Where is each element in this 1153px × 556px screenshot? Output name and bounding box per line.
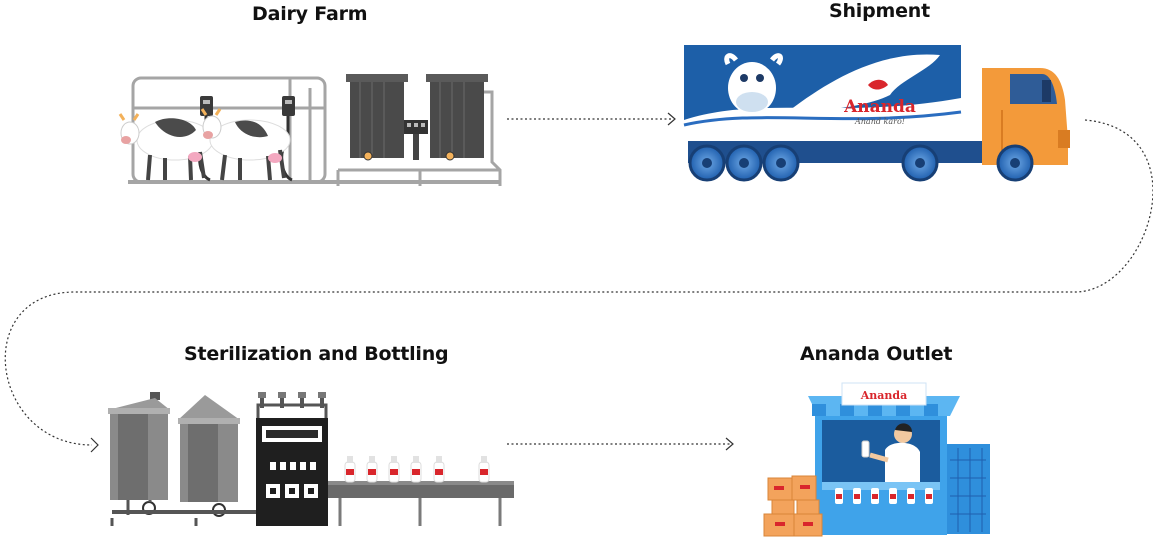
cow-icon (118, 113, 214, 181)
sterilizer-tank-icon (108, 392, 170, 515)
stage-title-outlet: Ananda Outlet (800, 343, 953, 365)
cow-icon (200, 108, 291, 181)
truck-brand-label: Ananda (843, 97, 916, 117)
sterilization-illustration (108, 392, 514, 526)
stage-title-dairy-farm: Dairy Farm (252, 3, 368, 25)
stage-title-sterilization: Sterilization and Bottling (184, 343, 449, 365)
connector-sterilization-to-outlet (507, 437, 734, 451)
truck-tagline-label: Anand karo! (854, 117, 905, 126)
truck-icon: Ananda Anand karo! (683, 45, 1070, 182)
bottling-machine-icon (256, 392, 328, 526)
milk-tank-icon (336, 74, 422, 186)
crate-icon (763, 475, 823, 537)
stage-title-shipment: Shipment (829, 0, 931, 22)
milk-tank-icon (420, 74, 502, 186)
vendor-person-icon (861, 423, 920, 482)
connector-farm-to-shipment (507, 112, 676, 126)
outlet-sign-label: Ananda (860, 389, 907, 402)
dairy-farm-illustration (118, 74, 502, 186)
sterilizer-tank-icon (178, 395, 240, 517)
mascot-cow-icon (724, 53, 783, 114)
conveyor-icon (328, 481, 514, 526)
milk-bottle-icon (344, 456, 490, 483)
outlet-kiosk-icon: Ananda (763, 382, 990, 537)
connector-shipment-to-sterilization (4, 119, 1153, 453)
